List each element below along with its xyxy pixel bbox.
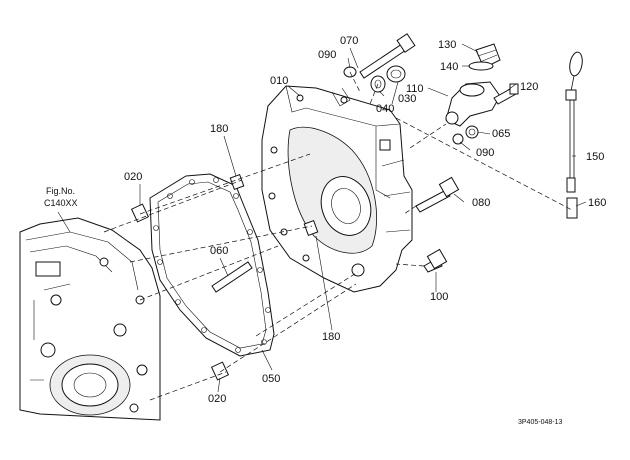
dowel-180-bottom [303, 220, 319, 236]
part-labels: 070 090 010 030 040 130 140 110 120 065 … [124, 35, 606, 405]
part-label: 120 [520, 81, 538, 93]
oring-140 [468, 61, 494, 71]
plug-030 [386, 65, 406, 83]
bolt-100 [423, 248, 448, 273]
part-label: 140 [440, 61, 458, 73]
part-label: 010 [270, 75, 288, 87]
pin-020-top [130, 203, 150, 223]
part-label: 060 [210, 245, 228, 257]
part-label: 180 [322, 331, 340, 343]
part-label: 090 [476, 147, 494, 159]
part-label: 150 [586, 151, 604, 163]
part-label: 070 [340, 35, 358, 47]
fig-no-label: Fig.No. [46, 186, 75, 196]
gasket-050 [149, 173, 275, 357]
part-label: 065 [492, 128, 510, 140]
part-label: 100 [430, 291, 448, 303]
bolt-065 [465, 125, 479, 139]
part-label: 020 [208, 393, 226, 405]
part-label: 180 [210, 123, 228, 135]
part-label: 110 [406, 83, 424, 95]
bolt-080 [415, 176, 460, 213]
dipstick-150 [565, 51, 583, 193]
dipstick-tip-160 [566, 197, 578, 219]
part-label: 080 [472, 197, 490, 209]
fig-no-code: C140XX [44, 198, 78, 208]
stud-060 [211, 261, 253, 293]
housing-010 [261, 85, 413, 293]
transmission-case [19, 217, 161, 421]
filler-elbow-110 [445, 81, 501, 127]
part-label: 130 [438, 39, 456, 51]
bolt-070 [359, 33, 416, 79]
part-label: 050 [262, 373, 280, 385]
washer-090 [452, 133, 464, 145]
leader-lines [57, 43, 587, 393]
drawing-code: 3P405-048-13 [518, 419, 562, 426]
bolt-120 [493, 83, 519, 105]
part-label: 160 [588, 197, 606, 209]
alignment-lines [103, 71, 573, 401]
figure-reference: Fig.No. C140XX [44, 186, 78, 208]
part-label: 090 [318, 49, 336, 61]
part-label: 020 [124, 171, 142, 183]
pin-020-bottom [210, 361, 230, 381]
part-label: 040 [376, 103, 394, 115]
part-label: 030 [398, 93, 416, 105]
